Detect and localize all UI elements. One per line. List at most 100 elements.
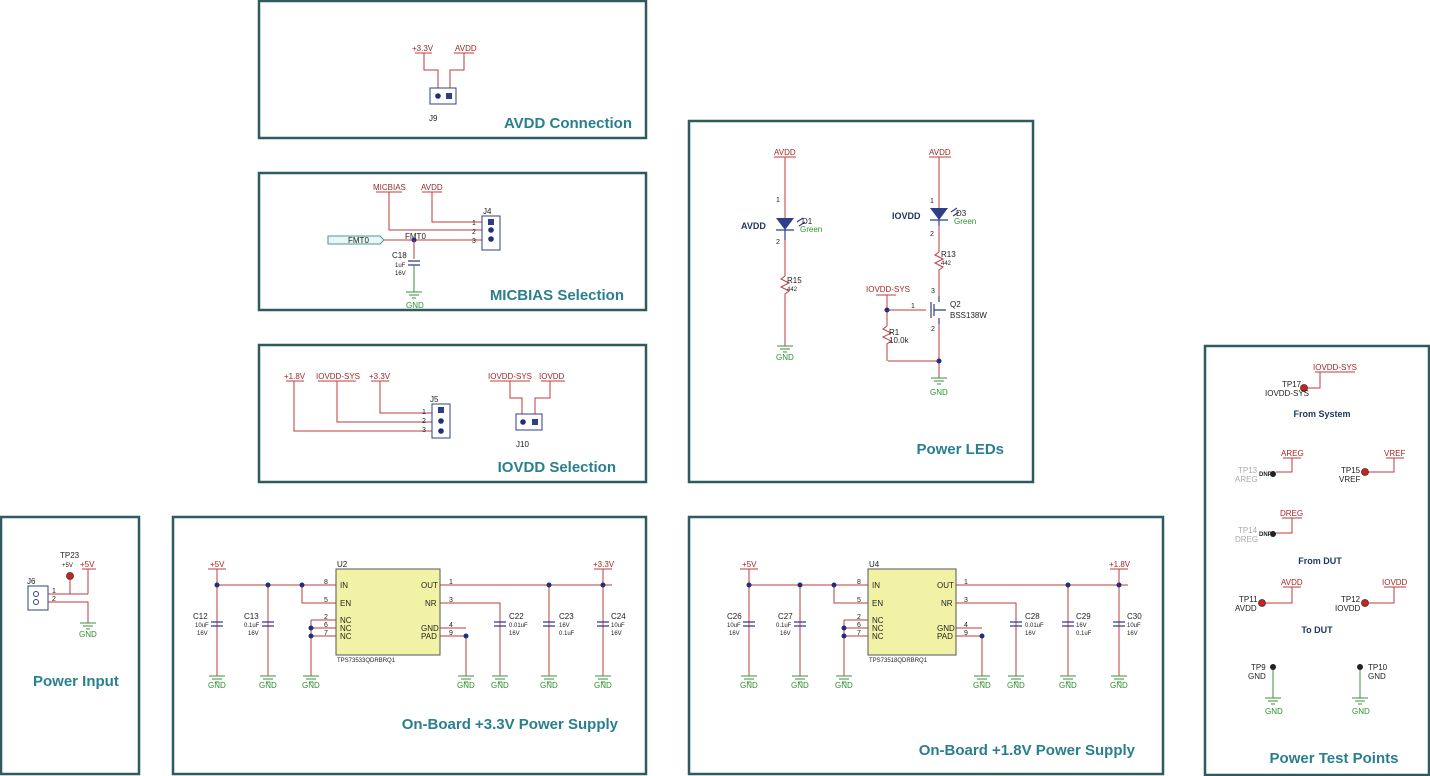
gnd-label: GND [1059, 681, 1077, 690]
test-points-frame [1203, 344, 1430, 776]
gnd-label: GND [79, 630, 97, 639]
ref-designator: C23 [559, 612, 574, 621]
section-title: On-Board +1.8V Power Supply [919, 742, 1136, 759]
section-title: IOVDD Selection [498, 459, 616, 476]
net-label: +5V [80, 560, 95, 569]
tp-net: GND [1248, 672, 1266, 681]
pin-name: NC [340, 616, 352, 625]
jumper-j10 [515, 413, 543, 431]
supply-33-frame [171, 515, 648, 776]
gnd-label: GND [457, 681, 475, 690]
section-title: Power LEDs [916, 441, 1004, 458]
ref-designator: J6 [27, 577, 36, 586]
ref-designator: TP9 [1251, 663, 1266, 672]
value-label: 16V [395, 271, 406, 277]
value-label: 16V [509, 631, 520, 637]
net-label: IOVDD-SYS [866, 285, 910, 294]
gnd-label: GND [540, 681, 558, 690]
part-number: TPS73518QDRBRQ1 [869, 658, 928, 664]
pin-name: IN [340, 581, 348, 590]
ref-designator: J10 [516, 440, 529, 449]
net-label: FMT0 [405, 232, 426, 241]
tp-net: IOVDD [1335, 604, 1361, 613]
gnd-label: GND [491, 681, 509, 690]
net-label: +1.8V [284, 372, 306, 381]
net-label: DREG [1280, 509, 1303, 518]
pin-number: 2 [857, 614, 861, 621]
tp-net: VREF [1339, 475, 1360, 484]
ref-designator: C13 [244, 612, 259, 621]
pin-number: 4 [964, 622, 968, 629]
net-label: +5V [742, 560, 757, 569]
ref-designator: D1 [802, 217, 813, 226]
ref-designator: J5 [430, 395, 439, 404]
pin-name: NC [340, 632, 352, 641]
ref-designator: C12 [193, 612, 208, 621]
value-label: 0.01uF [1025, 623, 1044, 629]
pin-name: IN [872, 581, 880, 590]
pin-name: NR [941, 599, 953, 608]
pin-name: EN [340, 599, 351, 608]
iovdd-selection-frame [257, 343, 648, 484]
net-label: AVDD [774, 148, 796, 157]
gnd-label: GND [1265, 707, 1283, 716]
gnd-label: GND [1110, 681, 1128, 690]
group-label: From System [1293, 409, 1350, 419]
pin-name: OUT [421, 581, 438, 590]
gnd-label: GND [740, 681, 758, 690]
net-label: AREG [1281, 449, 1304, 458]
gnd-label: GND [406, 301, 424, 310]
value-label: 16V [729, 631, 740, 637]
pin-number: 2 [52, 596, 56, 603]
pin-number: 3 [449, 597, 453, 604]
pin-number: 3 [422, 427, 426, 434]
supply-33-block: +5V +3.3V U2 TPS73533QDRBRQ1 IN EN NC NC… [171, 515, 648, 776]
value-label: 16V [197, 631, 208, 637]
pin-number: 6 [324, 622, 328, 629]
pin-name: GND [421, 624, 439, 633]
pin-name: NC [872, 616, 884, 625]
value-label: 16V [248, 631, 259, 637]
pin-number: 1 [930, 198, 934, 205]
section-title: AVDD Connection [504, 115, 632, 132]
ref-designator: C22 [509, 612, 524, 621]
gnd-label: GND [835, 681, 853, 690]
section-title: On-Board +3.3V Power Supply [402, 716, 619, 733]
power-leds-frame [687, 119, 1035, 484]
pin-number: 8 [857, 579, 861, 586]
group-label: From DUT [1298, 556, 1342, 566]
ref-designator: TP12 [1341, 595, 1361, 604]
pin-name: OUT [937, 581, 954, 590]
value-label: 10uF [727, 623, 741, 629]
net-label: IOVDD-SYS [316, 372, 360, 381]
tp-net: IOVDD-SYS [1265, 389, 1309, 398]
header-j4 [481, 215, 501, 251]
value-label: 16V [1076, 623, 1087, 629]
gnd-label: GND [1007, 681, 1025, 690]
value-label: 0.1uF [244, 623, 260, 629]
pin-name: NR [425, 599, 437, 608]
gnd-label: GND [973, 681, 991, 690]
pin-name: EN [872, 599, 883, 608]
gnd-label: GND [259, 681, 277, 690]
gnd-label: GND [776, 353, 794, 362]
value-label: 10.0k [889, 336, 910, 345]
led-color: Green [800, 225, 822, 234]
pin-number: 9 [964, 630, 968, 637]
power-input-block: TP23 +5V +5V J6 1 2 GND Power Input [0, 515, 141, 776]
test-points-block: IOVDD-SYS TP17 IOVDD-SYS From System ARE… [1203, 344, 1430, 776]
dnp-mark: DNP [1259, 472, 1272, 478]
pin-number: 7 [857, 630, 861, 637]
avdd-connection-frame [257, 0, 648, 140]
ref-designator: U4 [869, 560, 880, 569]
net-label: IOVDD [1382, 578, 1408, 587]
led-color: Green [954, 217, 976, 226]
tp-net: GND [1368, 672, 1386, 681]
ref-designator: C28 [1025, 612, 1040, 621]
pin-number: 1 [964, 579, 968, 586]
pin-number: 6 [857, 622, 861, 629]
pin-name: GND [937, 624, 955, 633]
net-label: IOVDD-SYS [1313, 363, 1357, 372]
value-label: 16V [780, 631, 791, 637]
